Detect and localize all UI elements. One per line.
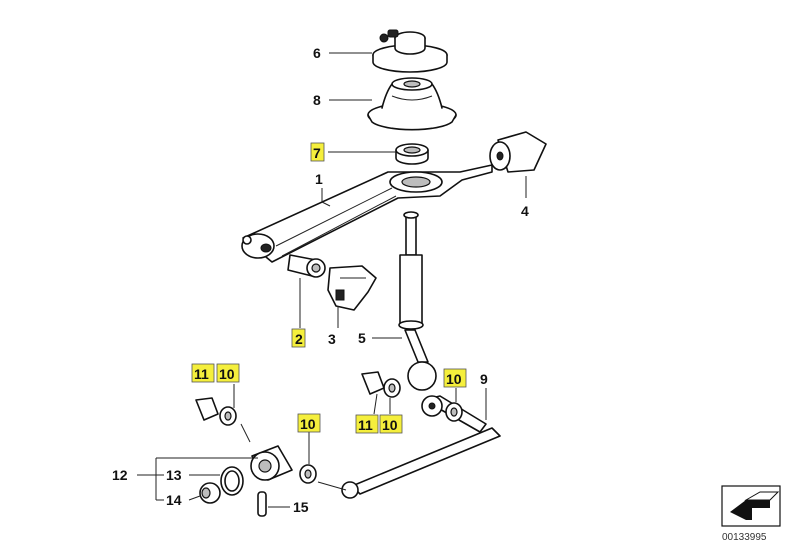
part-9-selector-rod <box>317 395 501 499</box>
label-12: 12 <box>112 467 128 483</box>
label-8: 8 <box>313 92 321 108</box>
part-13-ring <box>220 466 244 496</box>
part-10-washer-b <box>383 378 401 398</box>
label-7-highlight <box>310 142 325 162</box>
part-8-boot <box>367 77 457 131</box>
part-2-pin <box>287 254 326 278</box>
label-15: 15 <box>293 499 309 515</box>
label-13: 13 <box>166 467 182 483</box>
label-4: 4 <box>521 203 529 219</box>
part-6-clamp-collar <box>372 29 448 73</box>
part-3-bracket <box>327 265 377 311</box>
label-1: 1 <box>315 171 323 187</box>
label-10a-highlight <box>216 363 240 383</box>
part-7-bearing <box>395 143 429 165</box>
part-1-selector-arm <box>241 164 493 263</box>
label-2-highlight <box>291 328 306 348</box>
part-5-shift-lever <box>398 211 437 391</box>
label-3: 3 <box>328 331 336 347</box>
label-10c-highlight <box>443 368 467 388</box>
label-2: 2 <box>295 331 303 347</box>
label-10b: 10 <box>382 417 398 433</box>
label-10c: 10 <box>446 371 462 387</box>
label-5: 5 <box>358 330 366 346</box>
part-4-bushing <box>489 131 547 173</box>
part-10-washer-c <box>445 402 463 422</box>
part-10-washer-d <box>299 464 317 484</box>
part-14-bush <box>199 482 221 504</box>
label-10d: 10 <box>300 416 316 432</box>
label-10b-highlight <box>379 414 403 434</box>
part-10-washer-a <box>219 406 237 426</box>
arrow-box-icon <box>721 485 781 527</box>
part-12-joint-assembly <box>250 445 293 481</box>
label-11b: 11 <box>358 417 373 433</box>
part-15-pin <box>257 491 267 517</box>
part-11-clip-a <box>195 397 219 421</box>
diagram-code: 00133995 <box>722 532 767 543</box>
label-7: 7 <box>313 145 321 161</box>
label-10d-highlight <box>297 413 321 433</box>
label-10a: 10 <box>219 366 235 382</box>
part-labels: 6 8 7 1 4 2 3 5 11 10 10 9 11 10 10 12 1… <box>112 45 529 515</box>
leader-lines <box>137 52 527 508</box>
label-11a-highlight <box>191 363 215 383</box>
label-11b-highlight <box>355 414 379 434</box>
label-11a: 11 <box>194 366 209 382</box>
label-6: 6 <box>313 45 321 61</box>
part-11-clip-b <box>361 371 385 395</box>
label-9: 9 <box>480 371 488 387</box>
label-14: 14 <box>166 492 182 508</box>
